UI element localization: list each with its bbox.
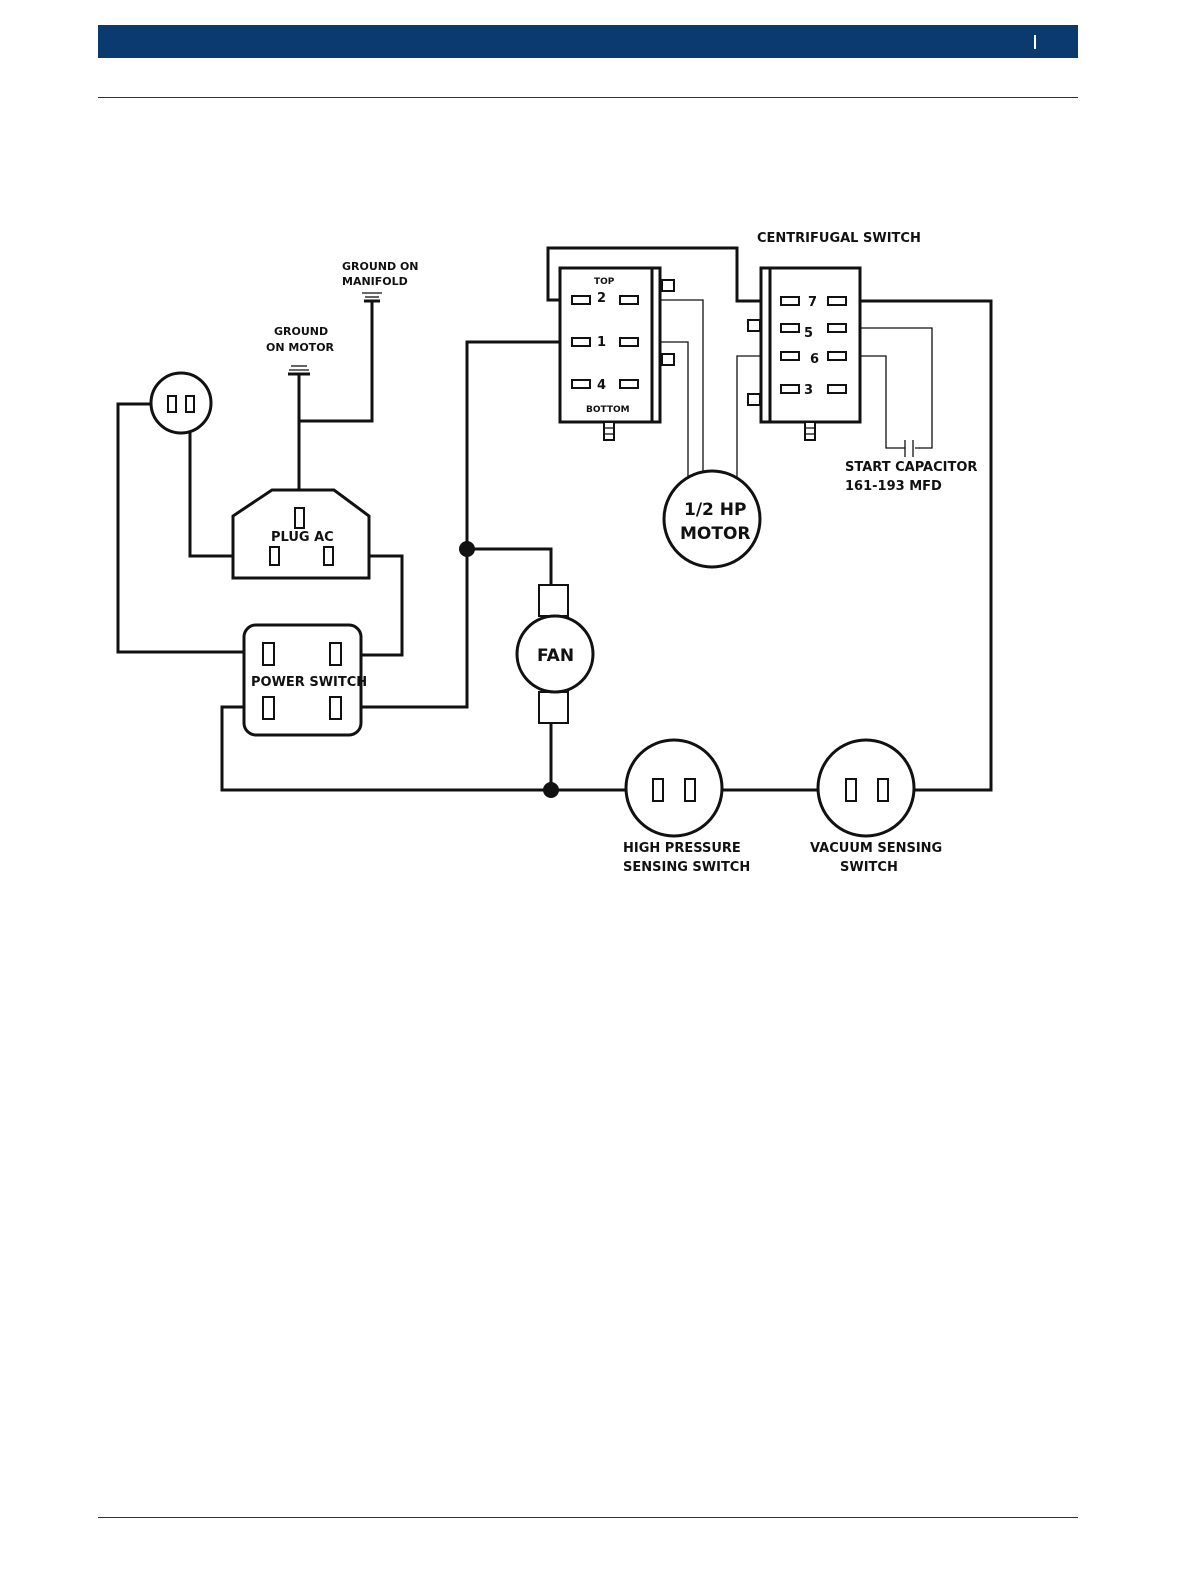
fan-label: FAN <box>537 646 574 666</box>
start-capacitor-label: START CAPACITOR 161-193 MFD <box>845 460 982 494</box>
power-switch: POWER SWITCH <box>244 625 367 735</box>
ground-motor-label: GROUND ON MOTOR <box>266 325 335 354</box>
relay-top-label: TOP <box>594 277 615 287</box>
vacuum-label: VACUUM SENSING SWITCH <box>810 841 947 875</box>
junction-dot <box>459 541 475 557</box>
ground-motor-symbol <box>288 366 310 374</box>
relay-pin-2: 2 <box>597 291 606 306</box>
relay-pin-1: 1 <box>597 335 606 350</box>
centrifugal-switch: 7 5 6 3 <box>748 268 860 440</box>
ground-manifold-symbol <box>362 293 382 301</box>
cent-pin-3: 3 <box>804 383 813 398</box>
high-pressure-label: HIGH PRESSURE SENSING SWITCH <box>623 841 750 875</box>
centrifugal-switch-label: CENTRIFUGAL SWITCH <box>757 231 921 246</box>
cent-pin-7: 7 <box>808 295 817 310</box>
plug-ac-label: PLUG AC <box>271 530 334 545</box>
fan: FAN <box>517 585 593 723</box>
cent-pin-6: 6 <box>810 352 819 367</box>
plug-ac: PLUG AC <box>233 490 369 578</box>
power-switch-label: POWER SWITCH <box>251 675 367 690</box>
motor: 1/2 HP MOTOR <box>664 471 760 567</box>
high-pressure-switch <box>626 740 722 836</box>
outlet <box>151 373 211 433</box>
relay-pin-4: 4 <box>597 378 606 393</box>
junction-dot <box>543 782 559 798</box>
ground-manifold-label: GROUND ON MANIFOLD <box>342 260 422 288</box>
start-relay: TOP BOTTOM 2 1 4 <box>560 268 674 440</box>
vacuum-switch <box>818 740 914 836</box>
cent-pin-5: 5 <box>804 326 813 341</box>
relay-bottom-label: BOTTOM <box>586 405 630 415</box>
